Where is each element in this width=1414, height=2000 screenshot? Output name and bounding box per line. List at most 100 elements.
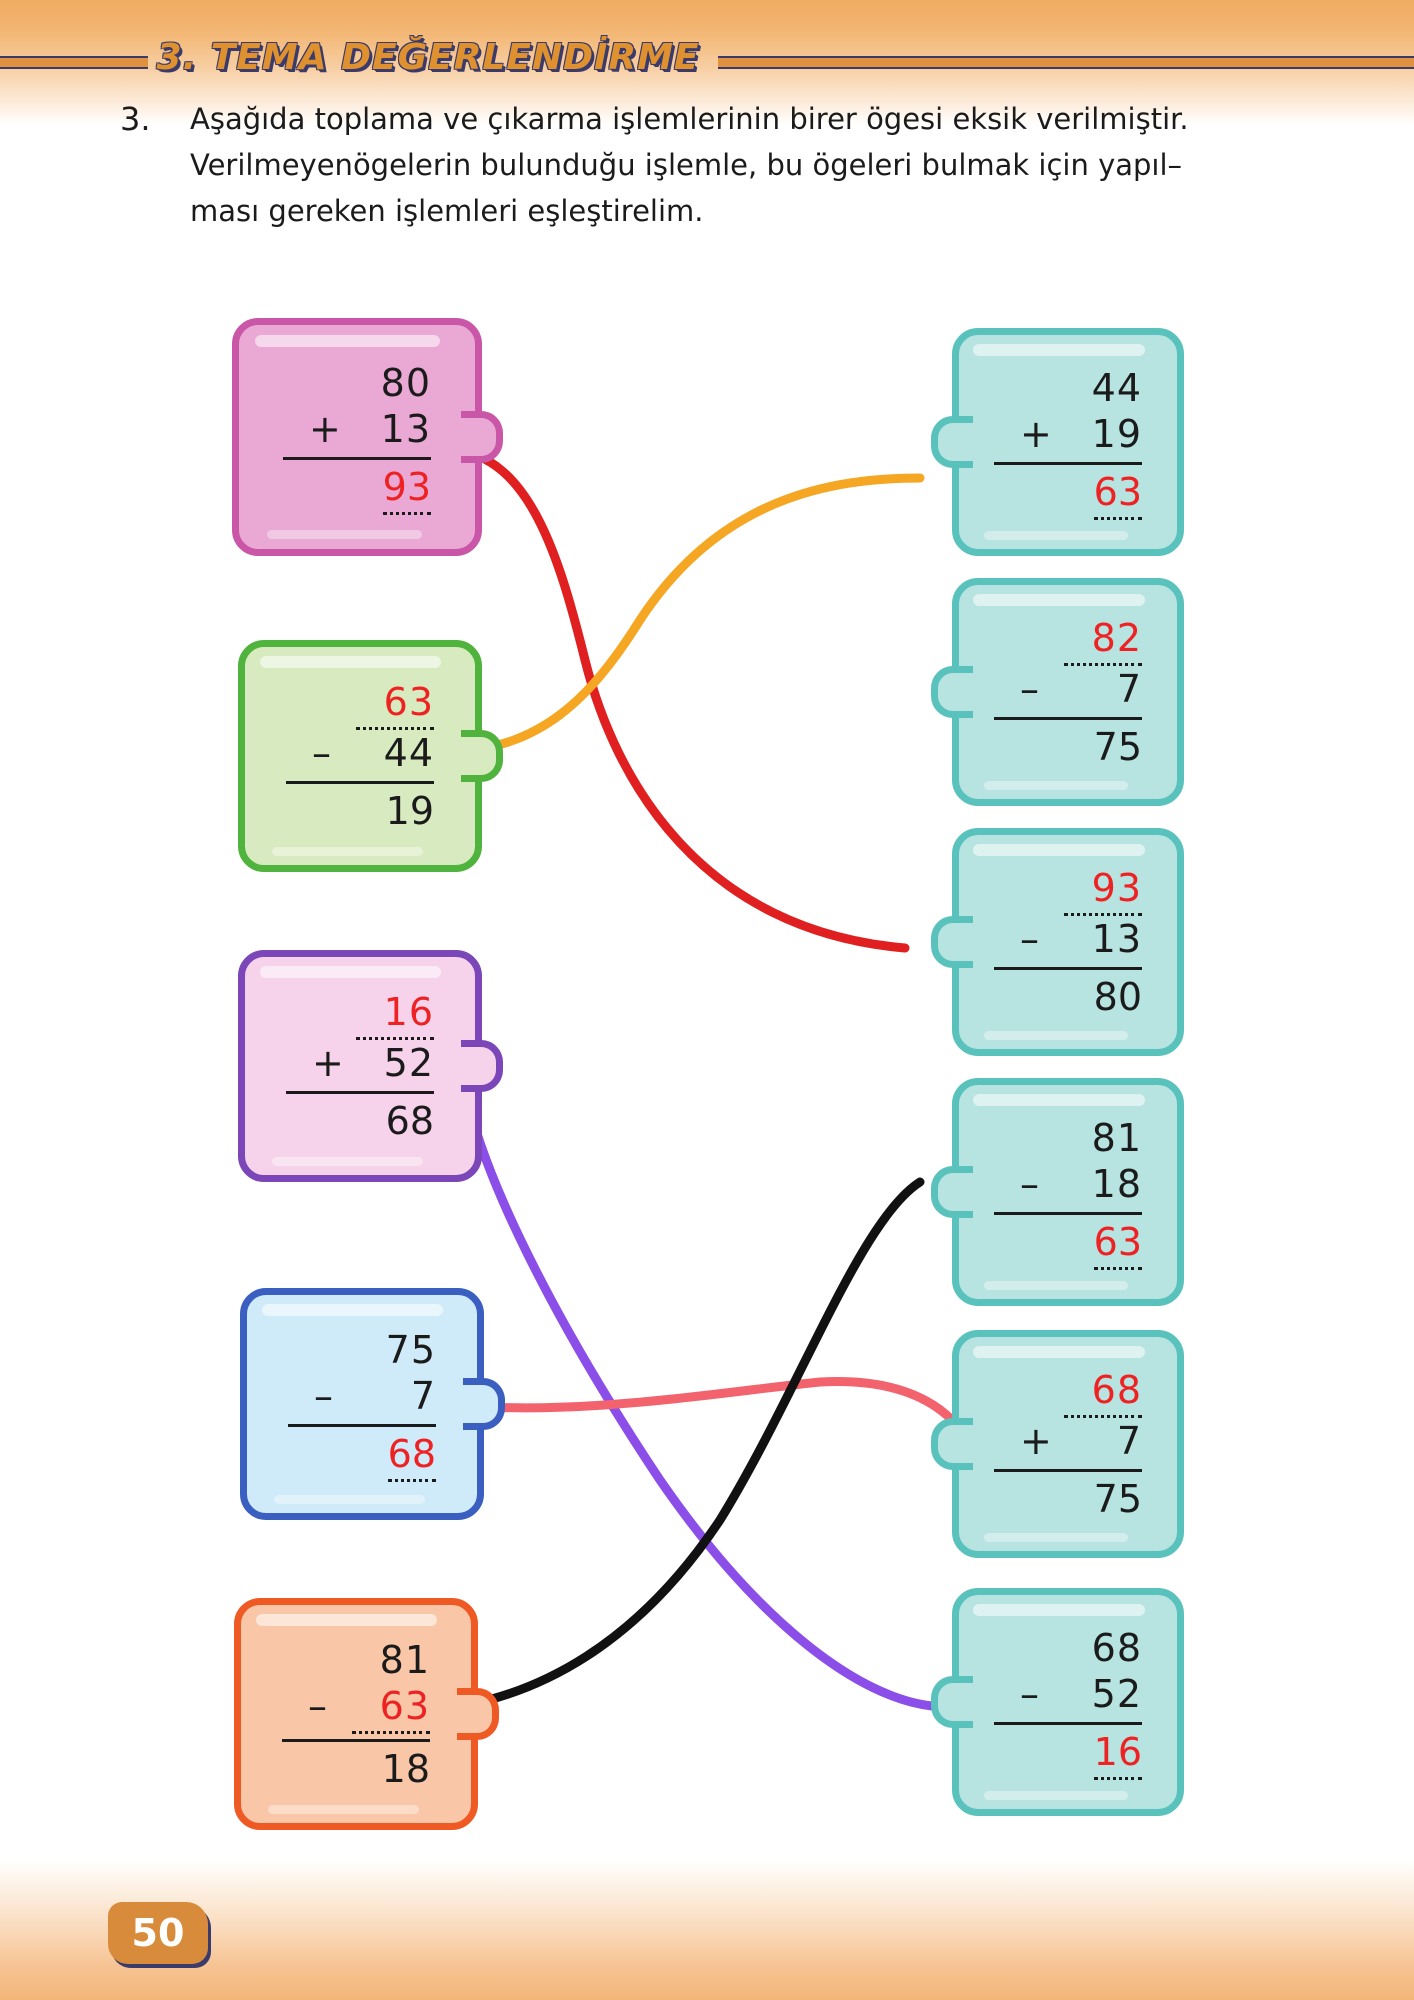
piece-gloss	[972, 1603, 1145, 1616]
expression: 93 –13 80	[994, 865, 1142, 1020]
operand2: 19	[1091, 411, 1142, 456]
footer-band: 50	[0, 1860, 1414, 2000]
operator: –	[1020, 666, 1039, 711]
operator: –	[1020, 1671, 1039, 1716]
sum-bar	[994, 1468, 1142, 1472]
expression: 63 –44 19	[286, 679, 434, 834]
piece-socket	[931, 916, 973, 968]
left-piece-4[interactable]: 75 –7 68	[240, 1288, 505, 1520]
operand2: 44	[383, 730, 434, 775]
piece-gloss	[254, 334, 440, 347]
result: 80	[1093, 974, 1142, 1019]
piece-body	[952, 1330, 1184, 1558]
piece-body	[952, 1078, 1184, 1306]
piece-gloss	[259, 966, 441, 979]
result: 93	[382, 464, 431, 515]
result: 75	[1093, 724, 1142, 769]
piece-body	[952, 578, 1184, 806]
sum-bar	[282, 1738, 430, 1742]
piece-socket	[931, 1166, 973, 1218]
piece-socket	[931, 1676, 973, 1728]
piece-gloss-bottom	[268, 1804, 420, 1814]
question-block: 3. Aşağıda toplama ve çıkarma işlemlerin…	[120, 96, 1190, 234]
piece-gloss	[972, 593, 1145, 606]
wire-left5-right4	[427, 1177, 925, 1715]
header-band: 3. TEMA DEĞERLENDİRME	[0, 0, 1414, 125]
piece-gloss	[259, 656, 441, 669]
wire-left1-right3	[447, 445, 910, 953]
sum-bar	[288, 1423, 436, 1427]
piece-gloss-bottom	[984, 1281, 1129, 1291]
page-title: 3. TEMA DEĞERLENDİRME	[156, 36, 700, 78]
sum-bar	[994, 716, 1142, 720]
piece-gloss-bottom	[984, 1533, 1129, 1543]
question-line-3: ması gereken işlemleri eşleştirelim.	[190, 194, 704, 228]
operator: –	[1020, 916, 1039, 961]
piece-socket	[931, 416, 973, 468]
piece-gloss-bottom	[267, 530, 422, 540]
right-piece-6[interactable]: 68 –52 16	[931, 1588, 1184, 1816]
operator: +	[1020, 411, 1052, 456]
operand1: 44	[1091, 365, 1142, 410]
piece-gloss-bottom	[984, 1791, 1129, 1801]
expression: 81 –63 18	[282, 1637, 430, 1792]
piece-knob	[461, 730, 503, 782]
piece-gloss	[972, 343, 1145, 356]
right-piece-5[interactable]: 68 +7 75	[931, 1330, 1184, 1558]
operand2: 52	[1091, 1671, 1142, 1716]
result: 75	[1093, 1476, 1142, 1521]
page-number: 50	[131, 1911, 185, 1955]
operator: +	[309, 406, 341, 451]
question-text: Aşağıda toplama ve çıkarma işlemlerinin …	[190, 96, 1190, 234]
sum-bar	[994, 1721, 1142, 1725]
sum-bar	[994, 966, 1142, 970]
expression: 68 +7 75	[994, 1367, 1142, 1522]
left-piece-5[interactable]: 81 –63 18	[234, 1598, 499, 1830]
right-piece-3[interactable]: 93 –13 80	[931, 828, 1184, 1056]
right-piece-4[interactable]: 81 –18 63	[931, 1078, 1184, 1306]
piece-knob	[463, 1378, 505, 1430]
operand2: 63	[352, 1683, 430, 1734]
operand2: 7	[1116, 666, 1142, 711]
expression: 81 –18 63	[994, 1115, 1142, 1270]
piece-body	[952, 828, 1184, 1056]
result: 68	[385, 1098, 434, 1143]
operand2: 7	[1116, 1418, 1142, 1463]
expression: 16 +52 68	[286, 989, 434, 1144]
wire-left2-right1	[447, 473, 925, 757]
operator: –	[314, 1373, 333, 1418]
left-piece-2[interactable]: 63 –44 19	[238, 640, 503, 872]
question-number: 3.	[120, 100, 151, 138]
operator: +	[1020, 1418, 1052, 1463]
piece-gloss	[972, 1093, 1145, 1106]
piece-gloss-bottom	[274, 1494, 426, 1504]
right-piece-2[interactable]: 82 –7 75	[931, 578, 1184, 806]
expression: 82 –7 75	[994, 615, 1142, 770]
piece-knob	[457, 1688, 499, 1740]
expression: 75 –7 68	[288, 1327, 436, 1482]
right-piece-1[interactable]: 44 +19 63	[931, 328, 1184, 556]
operator: –	[312, 730, 331, 775]
result: 63	[1093, 469, 1142, 520]
page-number-badge: 50	[108, 1902, 208, 1964]
operand1: 68	[1064, 1367, 1142, 1418]
operand1: 80	[380, 360, 431, 405]
left-piece-3[interactable]: 16 +52 68	[238, 950, 503, 1182]
operand2: 52	[383, 1040, 434, 1085]
header-rule-right	[718, 56, 1414, 69]
wire-left3-right6	[457, 1060, 937, 1711]
piece-gloss-bottom	[984, 1031, 1129, 1041]
question-line-1: Aşağıda toplama ve çıkarma işlemlerinin …	[190, 102, 1189, 136]
piece-knob	[461, 1040, 503, 1092]
sum-bar	[286, 780, 434, 784]
piece-gloss-bottom	[984, 781, 1129, 791]
operand1: 16	[356, 989, 434, 1040]
operand1: 93	[1064, 865, 1142, 916]
result: 16	[1093, 1729, 1142, 1780]
result: 19	[385, 788, 434, 833]
left-piece-1[interactable]: 80 +13 93	[232, 318, 503, 556]
piece-body	[234, 1598, 478, 1830]
piece-gloss	[972, 843, 1145, 856]
